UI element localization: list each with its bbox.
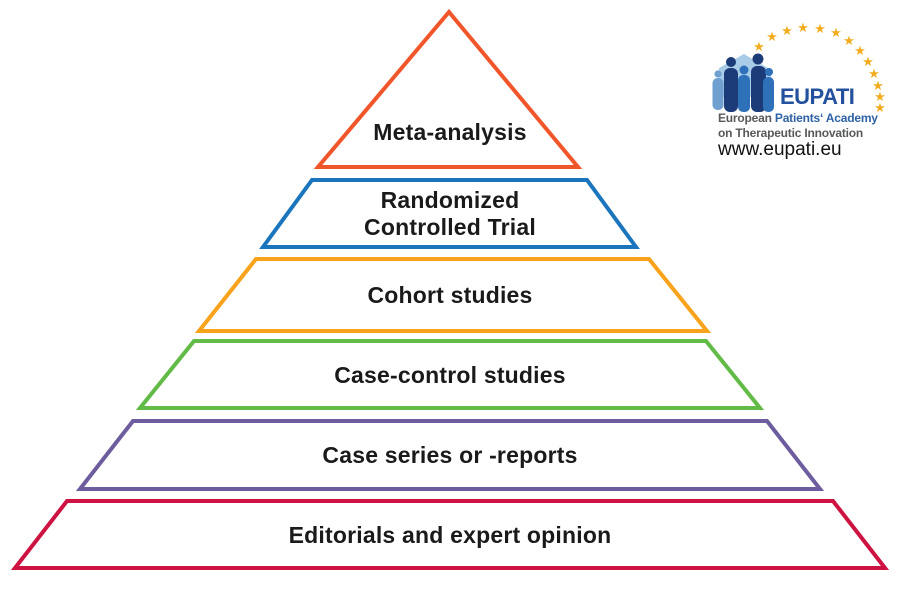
eupati-tagline-line1: European Patients‘ Academy bbox=[718, 111, 878, 125]
eu-star-icon: ★ bbox=[753, 39, 765, 54]
tagline-european: European bbox=[718, 111, 775, 125]
eu-star-icon: ★ bbox=[814, 21, 826, 36]
eu-star-icon: ★ bbox=[854, 43, 866, 58]
eu-star-icon: ★ bbox=[872, 78, 884, 93]
pyramid-level-case-series-shape bbox=[75, 419, 825, 491]
eu-star-icon: ★ bbox=[862, 54, 874, 69]
eu-star-icon: ★ bbox=[843, 33, 855, 48]
eu-star-icon: ★ bbox=[874, 89, 886, 104]
pyramid-label-case-control: Case-control studies bbox=[334, 362, 566, 388]
eu-star-icon: ★ bbox=[868, 66, 880, 81]
pyramid-level-editorials-shape bbox=[10, 499, 890, 570]
pyramid-level-cohort-shape bbox=[194, 257, 712, 333]
pyramid-label-case-series: Case series or -reports bbox=[322, 442, 578, 468]
eupati-website-text: www.eupati.eu bbox=[718, 139, 842, 160]
eupati-people-icon bbox=[712, 53, 774, 112]
pyramid-label-rct: Randomized Controlled Trial bbox=[335, 187, 565, 241]
pyramid-level-case-control-shape bbox=[135, 339, 765, 410]
eu-star-icon: ★ bbox=[874, 100, 886, 115]
eu-star-icon: ★ bbox=[797, 20, 809, 35]
pyramid-label-rct-line1: Randomized bbox=[380, 187, 520, 213]
eu-star-icon: ★ bbox=[766, 29, 778, 44]
eu-star-icon: ★ bbox=[781, 23, 793, 38]
pyramid-label-rct-line2: Controlled Trial bbox=[364, 214, 536, 240]
pyramid-level-meta-analysis-shape bbox=[313, 8, 583, 169]
pyramid-label-cohort: Cohort studies bbox=[367, 282, 533, 308]
eupati-tagline-line2: on Therapeutic Innovation bbox=[718, 126, 864, 140]
pyramid-label-meta-analysis: Meta-analysis bbox=[373, 119, 527, 145]
eu-star-icon: ★ bbox=[830, 25, 842, 40]
eupati-wordmark: EUPATI bbox=[780, 84, 855, 109]
pyramid-level-rct-shape bbox=[259, 178, 640, 249]
pyramid-label-editorials: Editorials and expert opinion bbox=[288, 522, 612, 548]
tagline-patients-academy: Patients‘ Academy bbox=[774, 111, 878, 125]
